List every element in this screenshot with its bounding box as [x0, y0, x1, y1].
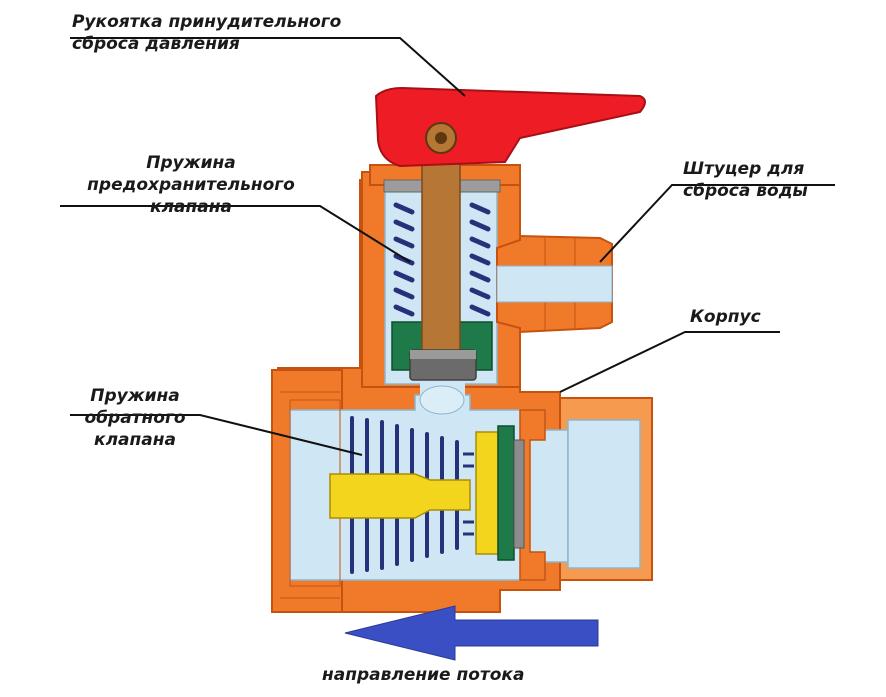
- valve-stem: [409, 119, 477, 381]
- check-poppet: [329, 425, 525, 561]
- label-handle-line-1: Рукоятка принудительного: [72, 12, 342, 32]
- drain-fitting: [496, 234, 613, 334]
- flow-arrow: [344, 605, 599, 661]
- label-flow-direction-line-1: направление потока: [322, 665, 525, 685]
- label-drain-fitting-line-2: сброса воды: [683, 181, 808, 201]
- label-check-spring: Пружина обратного клапана: [62, 385, 208, 451]
- pressure-release-handle: [374, 86, 646, 168]
- label-safety-spring-line-1: Пружина: [146, 153, 236, 173]
- label-handle-line-2: сброса давления: [72, 34, 240, 54]
- label-safety-spring: Пружина предохранительного клапана: [60, 152, 322, 218]
- label-drain-fitting-line-1: Штуцер для: [683, 159, 805, 179]
- label-check-spring-line-2: обратного: [84, 408, 186, 428]
- label-drain-fitting: Штуцер для сброса воды: [683, 158, 808, 202]
- leader-lines: [60, 37, 835, 456]
- label-body-line-1: Корпус: [690, 307, 761, 327]
- label-safety-spring-line-3: клапана: [150, 197, 232, 217]
- label-body: Корпус: [690, 306, 761, 328]
- leader-check-spring: [70, 414, 363, 456]
- safety-spring: [393, 202, 491, 317]
- leader-safety-spring: [60, 205, 411, 263]
- label-check-spring-line-3: клапана: [94, 430, 176, 450]
- label-safety-spring-line-2: предохранительного: [87, 175, 295, 195]
- label-handle: Рукоятка принудительного сброса давления: [72, 11, 341, 55]
- label-flow-direction: направление потока: [322, 664, 524, 686]
- leader-body: [559, 331, 780, 393]
- leader-drain-fitting: [599, 184, 835, 263]
- label-check-spring-line-1: Пружина: [90, 386, 180, 406]
- leader-handle: [70, 37, 466, 97]
